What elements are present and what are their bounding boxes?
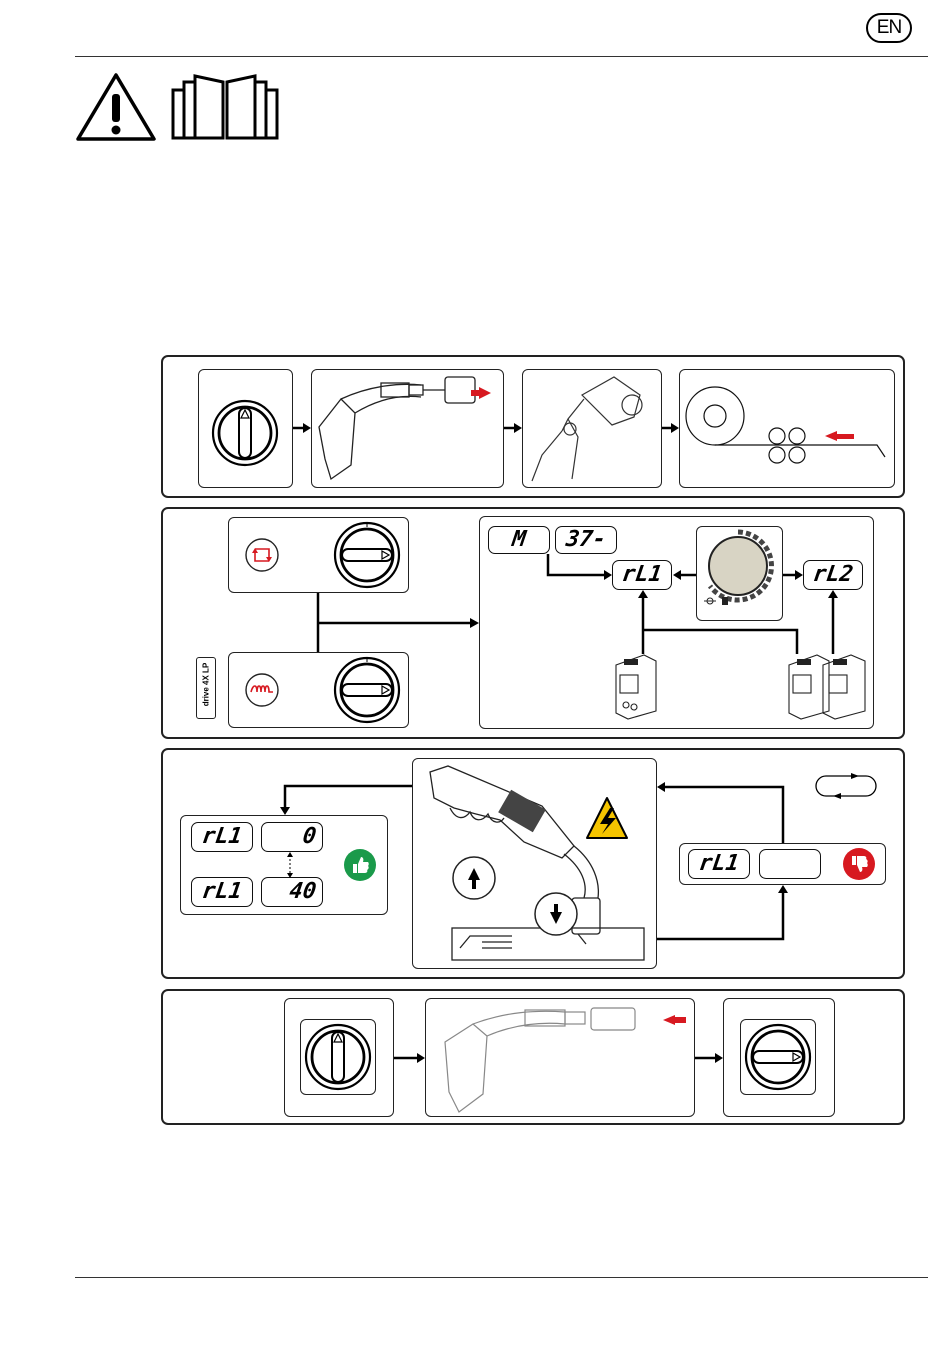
stage-4-arrows: [0, 0, 950, 1359]
